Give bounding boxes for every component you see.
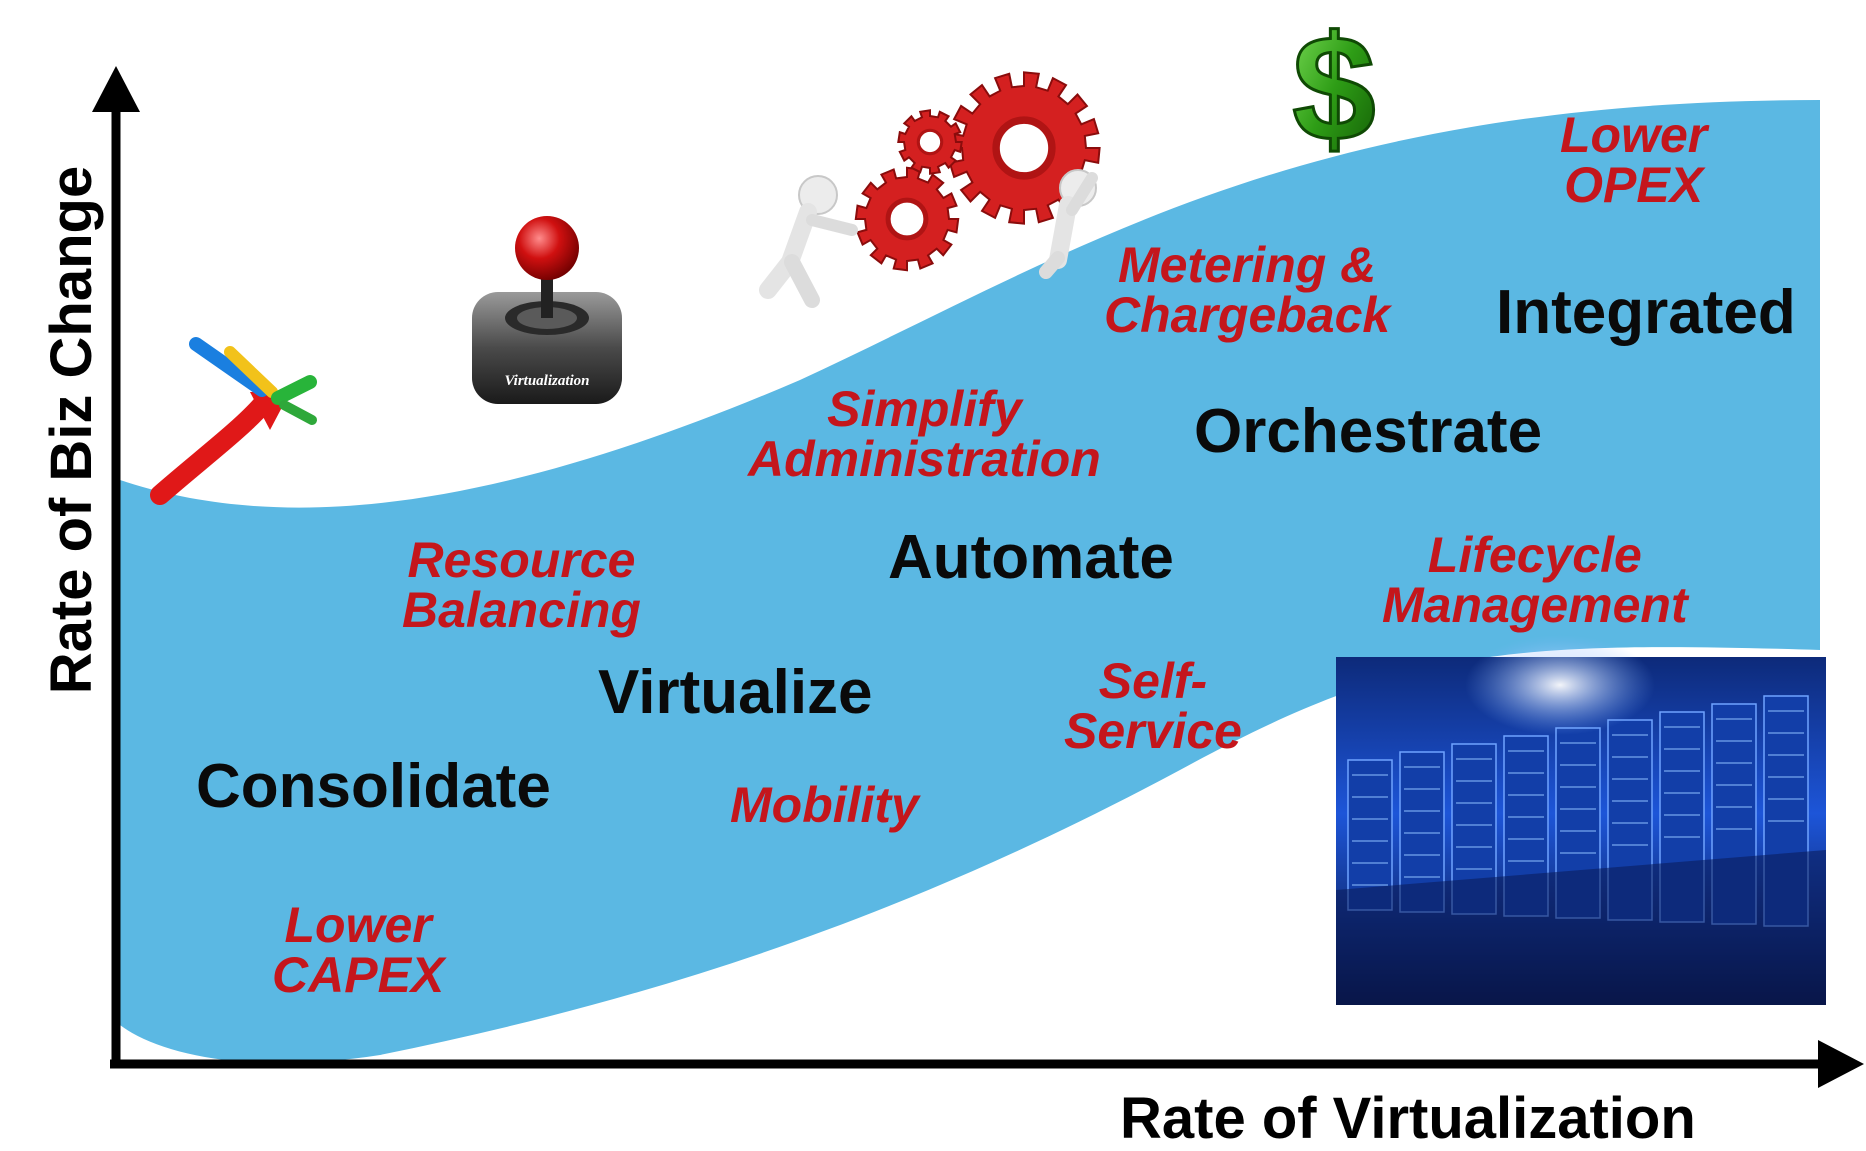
y-axis-label: Rate of Biz Change (39, 165, 104, 695)
benefit-self-service: Self-Service (1064, 653, 1242, 759)
joystick-icon: Virtualization (472, 216, 622, 404)
x-axis (110, 1040, 1864, 1088)
stage-orchestrate: Orchestrate (1194, 397, 1543, 466)
dollar-icon: $ (1292, 4, 1375, 172)
benefit-metering-chargeback: Metering &Chargeback (1104, 237, 1391, 343)
x-axis-label: Rate of Virtualization (1120, 1086, 1696, 1151)
gears-team-icon (759, 71, 1101, 308)
stage-consolidate: Consolidate (196, 752, 551, 821)
gear-medium-hub (885, 197, 929, 241)
converging-arrows-icon (150, 337, 317, 505)
joystick-label: Virtualization (504, 373, 589, 389)
gear-large-hub (992, 116, 1056, 180)
stage-virtualize: Virtualize (598, 658, 873, 727)
data-center-image (1336, 635, 1826, 1005)
capability-band (120, 100, 1820, 1064)
benefit-mobility: Mobility (730, 777, 919, 833)
stage-integrated: Integrated (1496, 278, 1796, 347)
y-axis (92, 66, 140, 1068)
gear-small-hub (916, 128, 944, 156)
stage-automate: Automate (888, 523, 1174, 592)
